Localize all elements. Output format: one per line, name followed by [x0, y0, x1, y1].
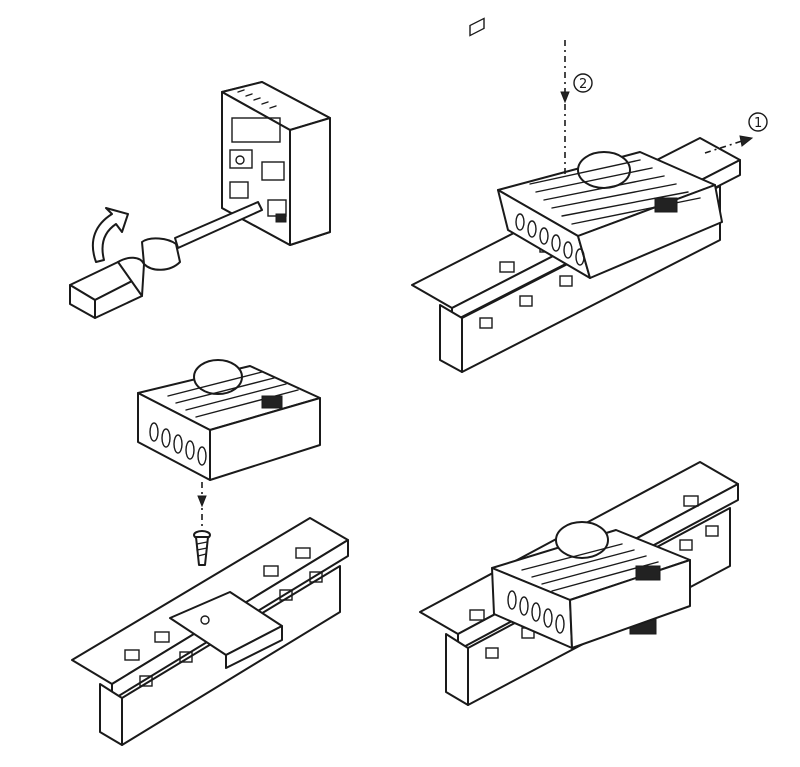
- panel-remove-cover: [69, 81, 331, 319]
- step-1-marker: [748, 112, 768, 132]
- screwdriver-icon: [69, 201, 263, 319]
- step-2-marker: [573, 73, 593, 93]
- rotation-arrow-icon: [91, 207, 129, 263]
- housing-icon: [221, 81, 331, 246]
- din-rail-icon: [71, 517, 349, 746]
- screw-icon: [193, 530, 211, 566]
- panel-mounted-result: [419, 461, 739, 706]
- panel-screw-mount: [71, 359, 349, 746]
- step-2-label: 2: [579, 77, 587, 92]
- panel-clip-onto-rail: 2 1: [411, 17, 768, 373]
- step-1-label: 1: [754, 116, 762, 131]
- module-icon: [497, 151, 723, 279]
- module-icon: [137, 359, 321, 481]
- module-icon: [491, 521, 691, 649]
